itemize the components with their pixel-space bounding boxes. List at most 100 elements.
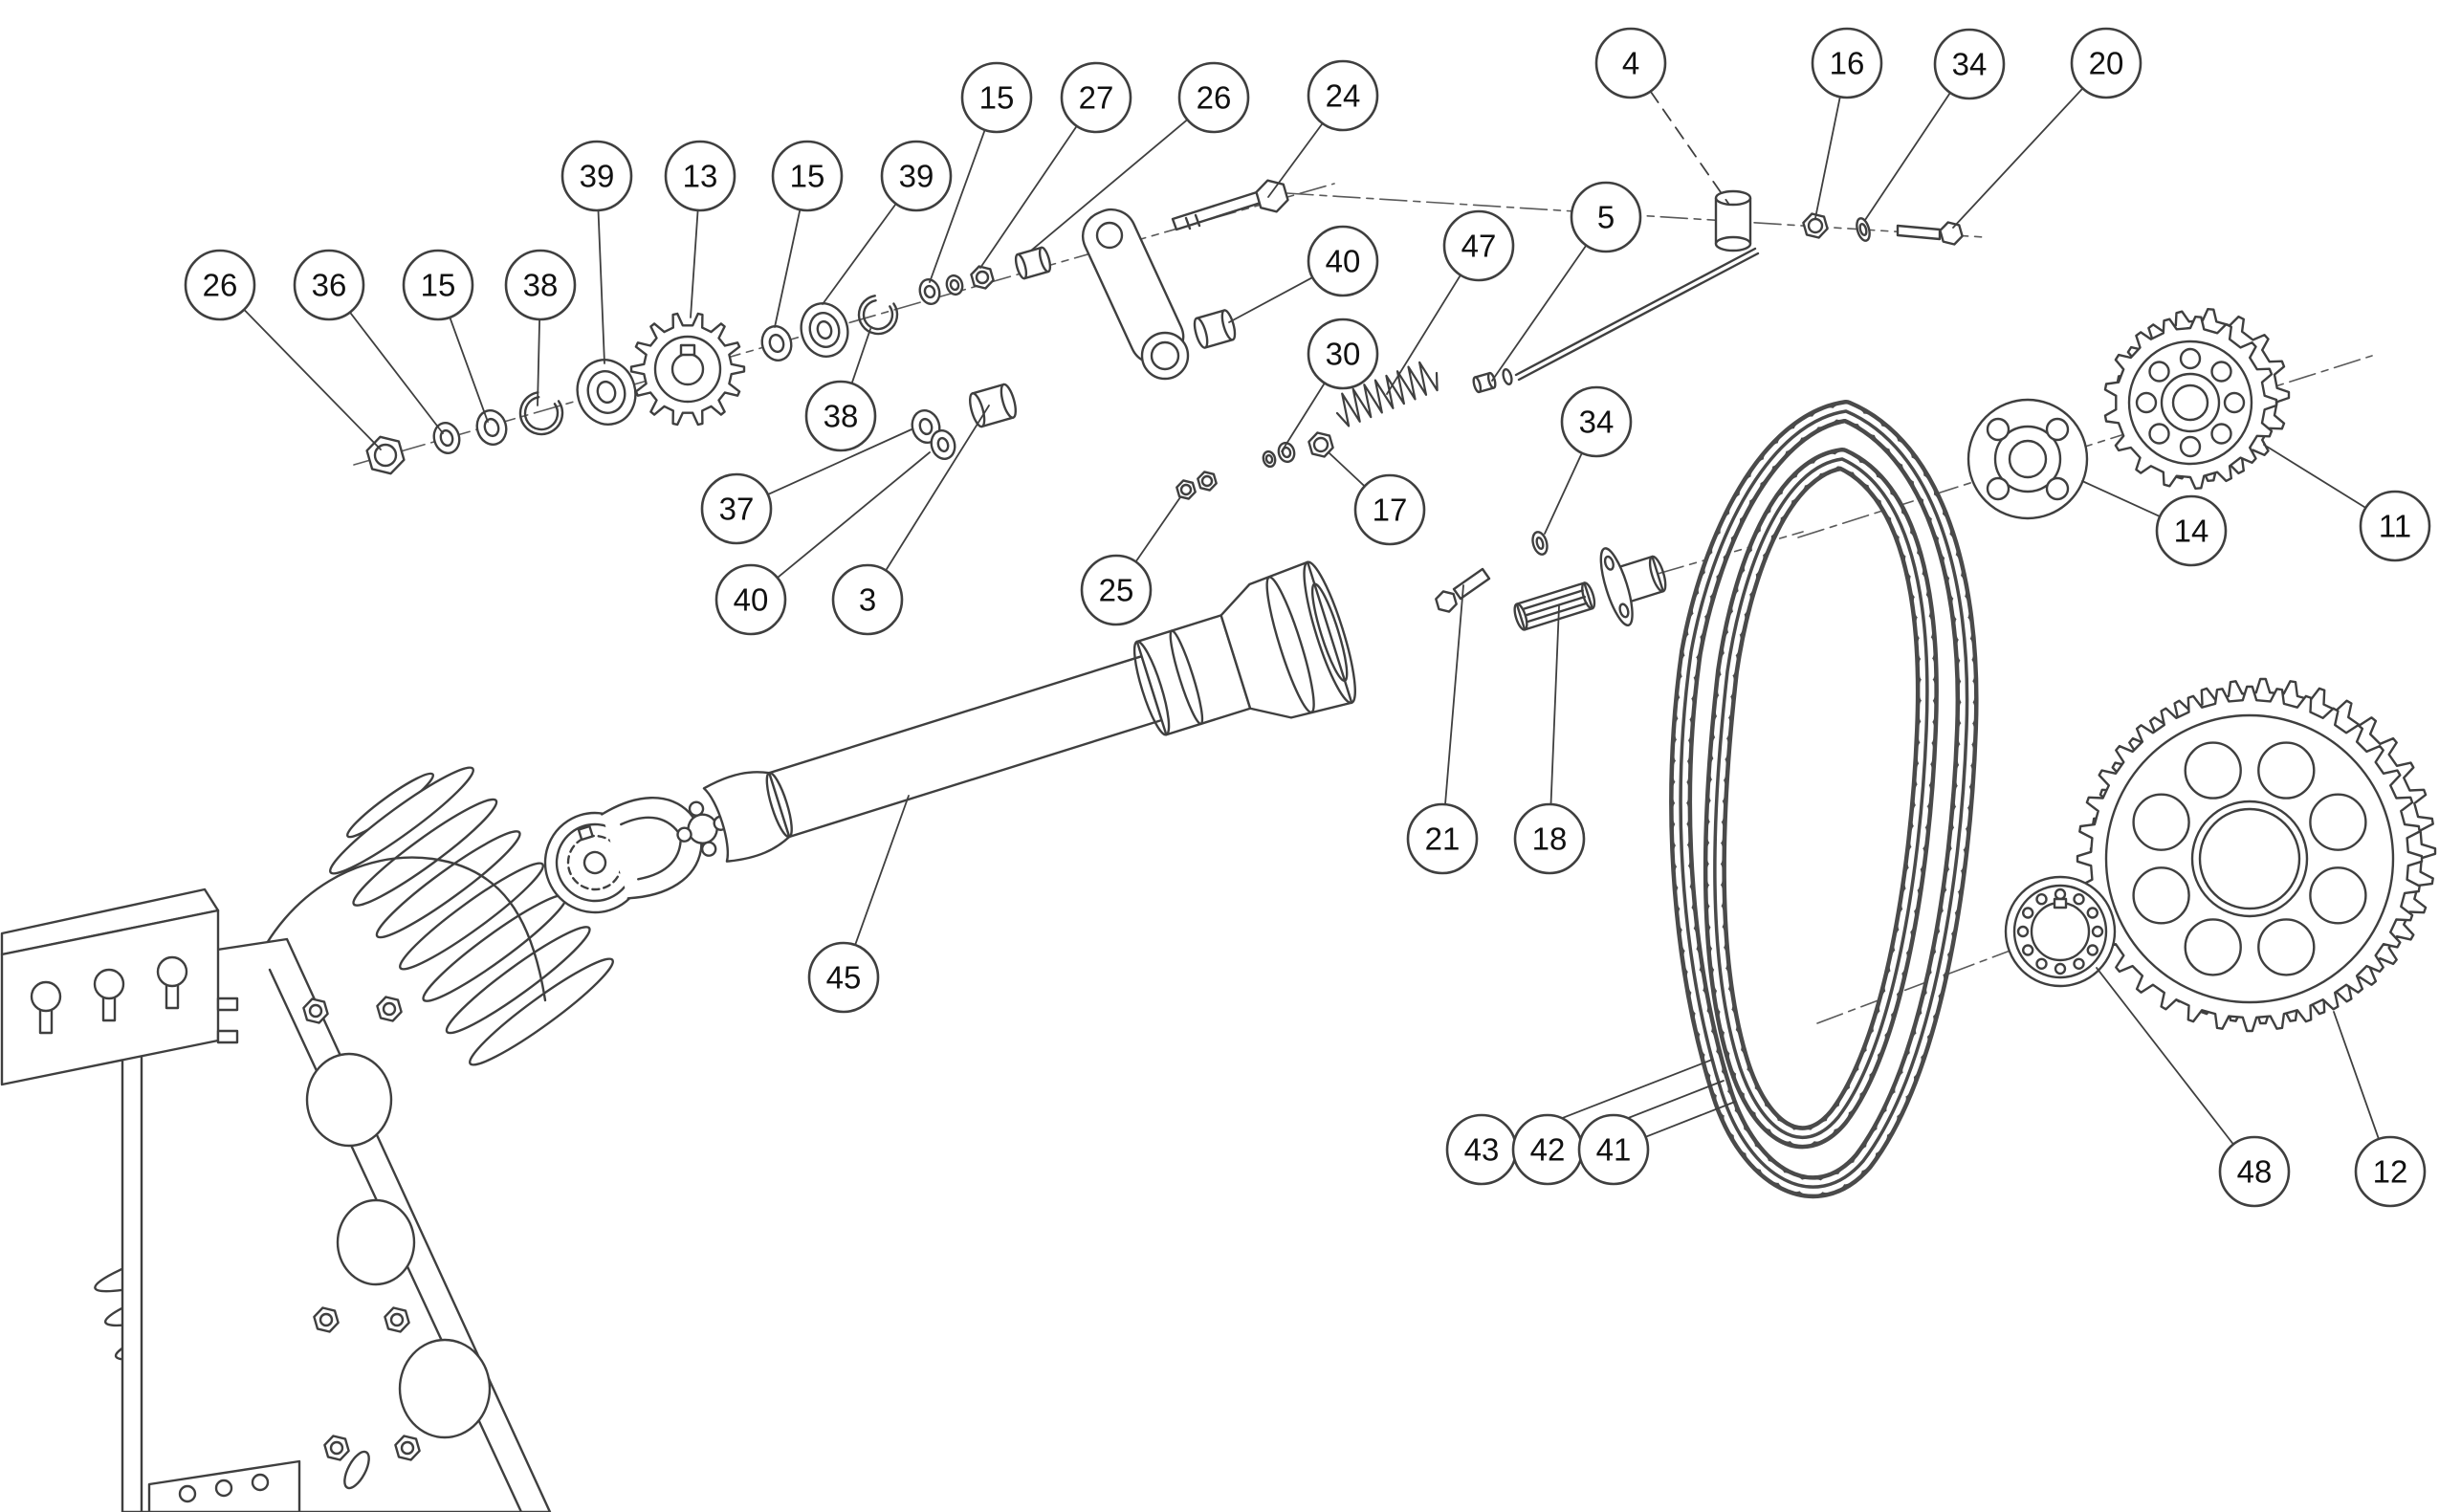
snap-rings bbox=[518, 294, 899, 436]
callout-leader bbox=[1544, 451, 1583, 535]
callout-balloon: 38 bbox=[504, 249, 577, 321]
shaft-tube bbox=[768, 654, 1163, 839]
plate-slot bbox=[343, 1450, 370, 1490]
upper-double-sprocket bbox=[2103, 308, 2291, 490]
callout-number: 18 bbox=[1532, 822, 1568, 857]
spacer-bushings bbox=[968, 246, 1497, 428]
callout-leader bbox=[1491, 244, 1588, 382]
callout-number: 14 bbox=[2174, 514, 2209, 549]
callout-balloon: 26 bbox=[1177, 61, 1250, 134]
callout-number: 15 bbox=[979, 80, 1015, 116]
callout-number: 11 bbox=[2379, 509, 2411, 544]
callout-balloon: 40 bbox=[714, 563, 787, 636]
callout-number: 41 bbox=[1596, 1132, 1632, 1168]
callout-balloon: 38 bbox=[804, 380, 877, 452]
callout-leader bbox=[1864, 92, 1951, 221]
callout-leader bbox=[1814, 96, 1841, 219]
callout-balloon: 47 bbox=[1442, 209, 1515, 282]
callout-leader bbox=[1134, 496, 1181, 563]
callout-balloon: 15 bbox=[402, 249, 474, 321]
callout-leader bbox=[1329, 452, 1366, 488]
keyhole-slots bbox=[30, 955, 188, 1035]
callout-leader bbox=[1386, 274, 1461, 395]
callout-balloon: 16 bbox=[1811, 27, 1883, 99]
callout-balloon: 30 bbox=[1307, 318, 1379, 390]
callout-leader bbox=[850, 328, 871, 384]
callout-number: 30 bbox=[1326, 337, 1361, 372]
callout-balloon: 15 bbox=[960, 61, 1033, 134]
machine-frame bbox=[121, 856, 552, 1512]
callout-balloon: 27 bbox=[1060, 61, 1132, 134]
callout-leader bbox=[449, 316, 489, 423]
callout-leader bbox=[1030, 119, 1189, 252]
callout-number: 48 bbox=[2237, 1154, 2273, 1190]
callout-number: 36 bbox=[312, 268, 347, 303]
callout-balloon: 5 bbox=[1570, 181, 1642, 253]
callout-number: 17 bbox=[1373, 493, 1408, 528]
bottom-bracket bbox=[147, 1459, 301, 1512]
callout-leader bbox=[776, 451, 931, 579]
callout-number: 5 bbox=[1597, 200, 1615, 235]
callout-number: 24 bbox=[1326, 78, 1361, 114]
large-double-sprocket bbox=[2076, 677, 2437, 1033]
callout-leader bbox=[854, 795, 910, 946]
callout-balloon: 39 bbox=[560, 140, 633, 212]
callout-balloon: 43 bbox=[1445, 1113, 1518, 1186]
callout-number: 40 bbox=[734, 582, 769, 618]
callout-number: 38 bbox=[523, 268, 559, 303]
callout-leader bbox=[1952, 87, 2084, 229]
callout-balloon: 45 bbox=[807, 941, 880, 1014]
callout-leader bbox=[1444, 584, 1464, 805]
callout-number: 21 bbox=[1425, 822, 1461, 857]
callout-balloon: 12 bbox=[2354, 1135, 2427, 1208]
callout-number: 27 bbox=[1079, 80, 1114, 116]
callout-leader bbox=[2096, 967, 2234, 1146]
callout-balloon: 42 bbox=[1511, 1113, 1584, 1186]
callout-balloon: 34 bbox=[1560, 385, 1633, 458]
callout-leader bbox=[597, 209, 605, 364]
washers bbox=[432, 217, 1871, 556]
callout-balloon: 34 bbox=[1933, 28, 2006, 100]
callout-number: 34 bbox=[1952, 47, 1988, 82]
callout-number: 25 bbox=[1099, 573, 1134, 608]
idler-bolt bbox=[1452, 567, 1491, 601]
housing-outline bbox=[250, 856, 547, 1002]
callout-number: 16 bbox=[1830, 46, 1865, 81]
callout-balloon: 40 bbox=[1307, 225, 1379, 297]
pivot-bolt bbox=[1171, 190, 1263, 231]
callout-balloon: 18 bbox=[1513, 802, 1586, 875]
callout-leader bbox=[885, 405, 990, 572]
callout-number: 26 bbox=[1197, 80, 1232, 116]
plate-hole bbox=[305, 1052, 393, 1148]
callout-leader bbox=[243, 308, 382, 450]
small-sprocket bbox=[629, 312, 746, 427]
callout-leader bbox=[766, 428, 912, 495]
upper-belt-pulley bbox=[329, 766, 614, 1066]
callout-leader bbox=[929, 128, 986, 283]
callout-balloon: 37 bbox=[700, 472, 773, 545]
callout-number: 38 bbox=[824, 399, 859, 434]
callout-number: 4 bbox=[1622, 46, 1639, 81]
callout-leader bbox=[1649, 90, 1730, 206]
callout-leader bbox=[822, 203, 897, 305]
frame-bolts bbox=[302, 996, 421, 1461]
callout-balloon: 17 bbox=[1353, 473, 1426, 546]
callout-balloon: 20 bbox=[2070, 27, 2142, 99]
callout-balloon: 14 bbox=[2155, 494, 2228, 567]
callout-number: 20 bbox=[2089, 46, 2124, 81]
callout-leader bbox=[537, 318, 540, 406]
callout-number: 39 bbox=[580, 159, 615, 194]
callout-number: 40 bbox=[1326, 244, 1361, 279]
tension-spring bbox=[1335, 361, 1439, 427]
callout-balloon: 25 bbox=[1080, 554, 1153, 626]
tensioner-arm bbox=[1081, 208, 1190, 381]
callout-leader bbox=[2081, 480, 2162, 517]
callout-leader bbox=[1644, 1101, 1736, 1138]
splined-stub-yoke bbox=[1513, 547, 1667, 631]
pto-drive-shaft bbox=[543, 560, 1356, 914]
callout-leaders bbox=[243, 87, 2380, 1146]
callout-leader bbox=[1281, 382, 1326, 452]
